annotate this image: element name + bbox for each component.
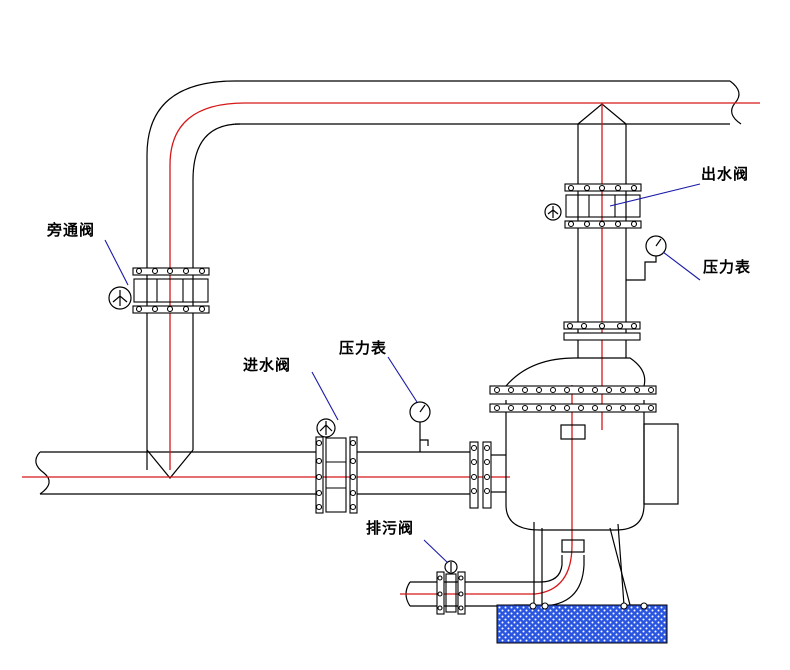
flange-bolt bbox=[606, 405, 612, 411]
inlet-valve-handwheel-icon[interactable] bbox=[316, 418, 336, 438]
bypass-valve[interactable] bbox=[108, 267, 210, 314]
outlet-valve[interactable] bbox=[544, 183, 642, 229]
flange-bolt bbox=[508, 405, 514, 411]
drain-valve-label: 排污阀 bbox=[366, 519, 415, 537]
bypass-valve-handwheel-icon[interactable] bbox=[108, 286, 132, 310]
flange-bolt bbox=[634, 387, 640, 393]
foundation-base bbox=[496, 602, 668, 644]
outlet-valve-handwheel-icon[interactable] bbox=[544, 203, 562, 221]
pressure-gauge-inlet-icon bbox=[409, 401, 431, 423]
flange-bolt bbox=[522, 405, 528, 411]
pressure-gauge-outlet-icon bbox=[644, 235, 667, 270]
flange-bolt bbox=[606, 387, 612, 393]
outlet-valve-label: 出水阀 bbox=[701, 165, 750, 183]
flange-bolt bbox=[648, 387, 654, 393]
flange-bolt bbox=[564, 405, 570, 411]
filter-tank bbox=[505, 345, 679, 606]
bypass-valve-label: 旁通阀 bbox=[47, 221, 96, 239]
flange-bolt bbox=[508, 387, 514, 393]
inlet-valve[interactable] bbox=[315, 418, 358, 514]
flange-bolt bbox=[648, 405, 654, 411]
flange-bolt bbox=[578, 387, 584, 393]
inlet-valve-label: 进水阀 bbox=[243, 356, 292, 374]
drain-valve[interactable] bbox=[436, 560, 466, 615]
flange-bolt bbox=[522, 387, 528, 393]
flange-bolt bbox=[620, 405, 626, 411]
outlet-lower-flange bbox=[563, 321, 641, 341]
inlet-pressure-gauge-label: 压力表 bbox=[339, 339, 388, 357]
flange-bolt bbox=[578, 405, 584, 411]
centerlines bbox=[22, 102, 760, 595]
flange-bolt bbox=[550, 387, 556, 393]
flange-bolt bbox=[634, 405, 640, 411]
leader-lines bbox=[104, 183, 701, 564]
flange-bolt bbox=[494, 405, 500, 411]
flange-bolt bbox=[592, 387, 598, 393]
flange-bolt bbox=[550, 405, 556, 411]
flange-bolt bbox=[536, 387, 542, 393]
tank-flange-bolts bbox=[494, 387, 654, 411]
flange-bolt bbox=[536, 405, 542, 411]
tank-flange bbox=[489, 385, 657, 413]
flange-bolt bbox=[564, 387, 570, 393]
flange-bolt bbox=[620, 387, 626, 393]
outlet-pressure-gauge-label: 压力表 bbox=[703, 258, 752, 276]
flange-bolt bbox=[494, 387, 500, 393]
inlet-flange-bolts bbox=[471, 445, 490, 494]
drain-valve-handwheel-icon[interactable] bbox=[444, 560, 458, 574]
flange-bolt bbox=[592, 405, 598, 411]
